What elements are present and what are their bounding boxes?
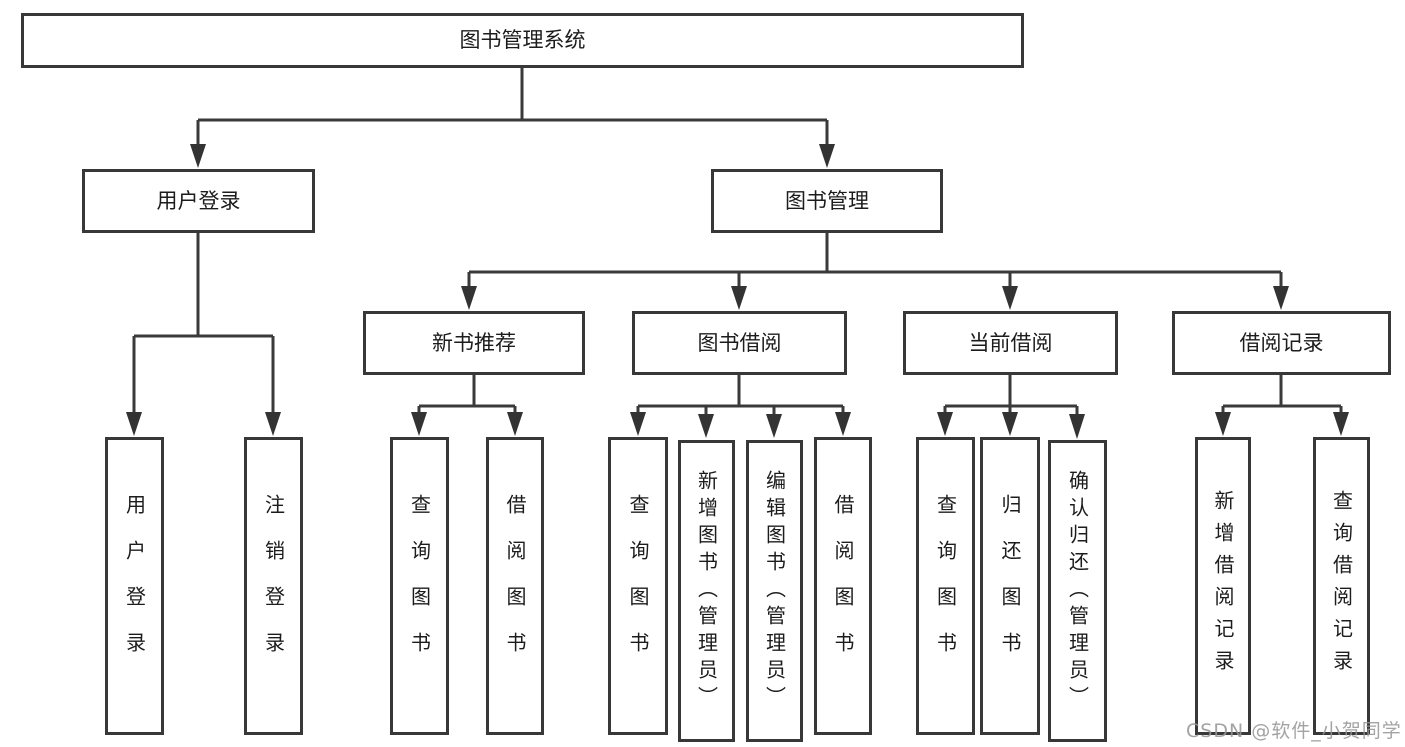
arrowhead-edit-books [766, 414, 782, 438]
connector-root-to-level2 [196, 68, 829, 150]
arrowhead-rec-query-books [411, 412, 427, 436]
node-rec-borrow-books: 借阅图书 [486, 437, 544, 735]
node-leaf-user-login: 用户登录 [105, 437, 164, 735]
connector-book-borrow-children [636, 375, 845, 420]
node-confirm-return-admin: 确认归还（管理员） [1048, 440, 1107, 742]
arrowhead-current-query-books [937, 412, 953, 436]
node-borrowing-records: 借阅记录 [1172, 311, 1391, 375]
arrowhead-borrow-records [1273, 286, 1289, 310]
arrowhead-book-borrow [731, 286, 747, 310]
arrowhead-add-borrow-record [1215, 412, 1231, 436]
node-borrow-query-books: 查询图书 [608, 437, 668, 735]
arrowhead-book-management [819, 144, 835, 168]
node-borrow-borrow-books: 借阅图书 [814, 437, 872, 735]
arrowhead-borrow-borrow-books [835, 412, 851, 436]
node-book-borrowing: 图书借阅 [632, 311, 847, 375]
connector-book-management-children [467, 233, 1283, 292]
node-current-query-books: 查询图书 [916, 437, 975, 735]
node-new-book-recommendation: 新书推荐 [363, 311, 585, 375]
node-root-library-management-system: 图书管理系统 [21, 13, 1024, 68]
node-leaf-logout: 注销登录 [244, 437, 303, 735]
connector-current-borrow-children [943, 375, 1079, 420]
connector-user-login-children [132, 233, 275, 418]
arrowhead-user-login [190, 144, 206, 168]
arrowhead-confirm-return [1069, 414, 1085, 439]
node-add-borrow-record: 新增借阅记录 [1195, 437, 1251, 735]
arrowhead-query-borrow-record [1333, 412, 1349, 436]
arrowhead-add-books [698, 414, 714, 438]
node-user-login: 用户登录 [82, 169, 315, 233]
arrowhead-leaf-user-login [126, 412, 142, 436]
node-return-books: 归还图书 [980, 437, 1040, 735]
csdn-watermark: CSDN @软件_小贺同学 [1186, 720, 1402, 742]
node-query-borrow-record: 查询借阅记录 [1313, 437, 1370, 735]
arrowhead-leaf-logout [265, 412, 281, 436]
connector-new-book-rec-children [417, 375, 517, 418]
node-rec-query-books: 查询图书 [390, 437, 449, 735]
arrowhead-current-borrow [1002, 286, 1018, 310]
arrowhead-rec-borrow-books [507, 412, 523, 436]
connector-borrow-records-children [1221, 375, 1343, 418]
arrowhead-borrow-query-books [630, 412, 646, 436]
arrowhead-new-book-rec [461, 286, 477, 310]
node-edit-books-admin: 编辑图书（管理员） [746, 440, 803, 742]
node-book-management: 图书管理 [711, 169, 943, 233]
node-current-borrowing: 当前借阅 [903, 311, 1118, 375]
node-add-books-admin: 新增图书（管理员） [678, 440, 735, 742]
arrowhead-return-books [1002, 412, 1018, 436]
